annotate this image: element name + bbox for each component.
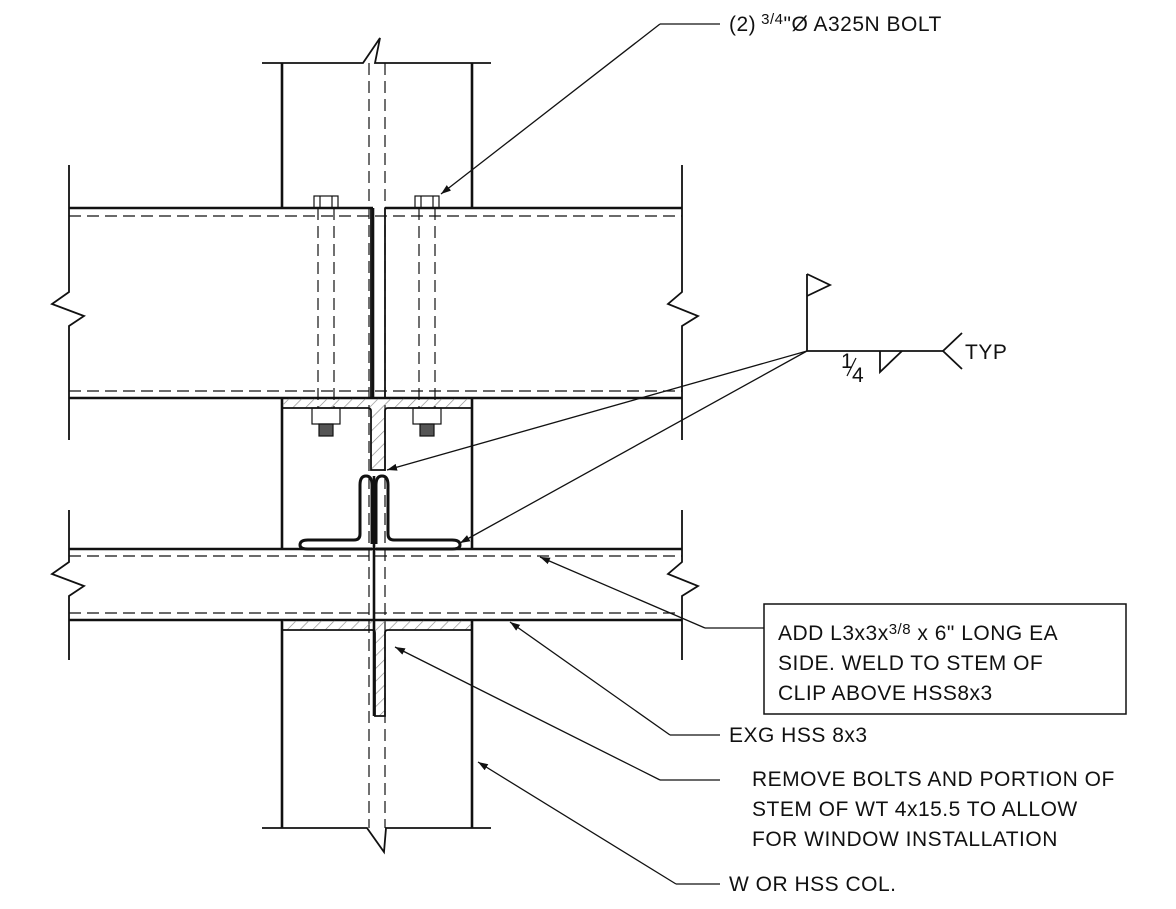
bolt-left	[311, 195, 341, 437]
remove-note-line1: REMOVE BOLTS AND PORTION OF	[752, 768, 1115, 791]
column-leader	[477, 761, 720, 885]
angle-note-line1: ADD L3x3x3/8 x 6" LONG EA	[778, 621, 1058, 645]
column-label: W OR HSS COL.	[729, 873, 897, 896]
upper-wt-clip	[281, 208, 473, 471]
remove-leader	[394, 646, 720, 781]
angle-leader	[539, 556, 764, 629]
bolt-label: (2)3/4"Ø A325N BOLT	[729, 11, 942, 36]
hss-leader	[509, 621, 720, 736]
angle-note-line2: SIDE. WELD TO STEM OF	[778, 652, 1043, 675]
bolt-right	[412, 195, 442, 437]
remove-note-line2: STEM OF WT 4x15.5 TO ALLOW	[752, 798, 1078, 821]
angle-note-line3: CLIP ABOVE HSS8x3	[778, 682, 993, 705]
weld-symbol	[386, 273, 963, 544]
weld-size-num: 1	[841, 350, 853, 373]
hss-label: EXG HSS 8x3	[729, 724, 868, 747]
bolt-leader	[440, 23, 720, 195]
weld-size-den: 4	[852, 364, 864, 387]
angle-note-box	[763, 603, 1127, 715]
remove-note-line3: FOR WINDOW INSTALLATION	[752, 828, 1058, 851]
lower-wt-clip	[281, 619, 473, 717]
new-angles	[298, 474, 462, 716]
weld-tail-label: TYP	[965, 341, 1007, 364]
